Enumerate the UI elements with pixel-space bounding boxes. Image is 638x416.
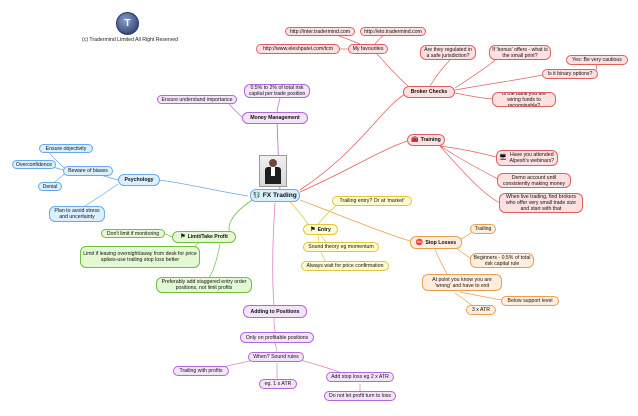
currency-icon: 💱 xyxy=(253,192,261,199)
psych-denial[interactable]: Denial xyxy=(38,182,62,191)
adding-positions-node[interactable]: Adding to Positions xyxy=(243,305,307,318)
psych-overconfidence[interactable]: Overconfidence xyxy=(12,160,56,169)
broker-binary-options[interactable]: Is it binary options? xyxy=(542,69,598,79)
link-center-entry xyxy=(289,201,311,227)
link-center-stop xyxy=(299,199,411,242)
limit-overnight[interactable]: Limit if leaving overnight/away from des… xyxy=(80,246,200,268)
money-risk-percent[interactable]: 0.5% to 2% of total risk capital per tra… xyxy=(244,84,310,98)
broker-checks-node[interactable]: Broker Checks xyxy=(403,86,455,98)
link-center-broker xyxy=(299,93,406,191)
stop-3x-atr[interactable]: 3 x ATR xyxy=(466,305,496,315)
stop-icon: ⛔ xyxy=(415,239,424,246)
broker-bank-recognisable[interactable]: Is the bank you are wiring funds to reco… xyxy=(492,92,556,107)
adding-stop-2x-atr[interactable]: Add stop loss eg 2 x ATR xyxy=(326,372,394,382)
limit-take-profit-node[interactable]: ⚑Limit/Take Profit xyxy=(172,231,236,243)
limit-staggered-entry[interactable]: Preferably add staggered entry order pos… xyxy=(156,277,252,293)
training-demo-account[interactable]: Demo account until consistently making m… xyxy=(497,173,571,188)
link-center-training xyxy=(299,139,411,193)
broker-favourites[interactable]: My favourites xyxy=(348,44,388,54)
toolbox-icon: 🧰 xyxy=(411,137,419,143)
stop-beginners-rule[interactable]: Beginners - 0.5% of total risk capital r… xyxy=(470,253,534,268)
flag-icon: ⚑ xyxy=(180,234,186,240)
broker-bonus-offers[interactable]: If 'bonus' offers - what is the small pr… xyxy=(489,45,551,60)
psychology-node[interactable]: Psychology xyxy=(118,174,160,186)
training-live-trading[interactable]: When live trading, find brokers who offe… xyxy=(499,193,583,213)
stop-trailing[interactable]: Trailing xyxy=(470,224,496,234)
tradermind-logo: T xyxy=(116,12,139,35)
money-management-node[interactable]: Money Management xyxy=(242,112,308,124)
training-node[interactable]: 🧰Training xyxy=(407,134,445,146)
limit-dont-monitor[interactable]: Don't limit if monitoring xyxy=(101,229,165,238)
adding-1x-atr[interactable]: eg. 1 x ATR xyxy=(259,379,297,389)
money-importance[interactable]: Ensure understand importance xyxy=(157,95,237,104)
broker-be-cautious[interactable]: Yes: Be very cautious xyxy=(566,55,628,65)
adding-profitable-only[interactable]: Only on profitable positions xyxy=(240,332,314,343)
psych-stress-plan[interactable]: Plan to avoid stress and uncertainty xyxy=(49,206,105,222)
broker-regulated[interactable]: Are they regulated in a safe jurisdictio… xyxy=(420,45,476,60)
stop-below-support[interactable]: Below support level xyxy=(501,296,559,306)
link-inter-tradermind[interactable]: http://inter.tradermind.com xyxy=(285,27,355,36)
link-center-adding xyxy=(272,202,276,306)
flag-icon: ⚑ xyxy=(310,226,316,233)
presenter-photo xyxy=(259,155,287,187)
entry-price-confirmation[interactable]: Always wait for price confirmation xyxy=(301,261,389,271)
psych-biases[interactable]: Beware of biases xyxy=(63,166,113,176)
adding-trailing-profits[interactable]: Trailing with profits xyxy=(173,366,229,376)
adding-sound-rules[interactable]: When? Sound rules xyxy=(248,352,304,362)
link-eleshpatel[interactable]: http://www.eleshpatel.com/tcm xyxy=(256,44,340,54)
copyright-text: (c) Tradermind Limited All Right Reserve… xyxy=(82,37,179,43)
training-webinars[interactable]: 🖥Have you attended Alpesh's webinars? xyxy=(496,150,558,166)
link-center-psychology xyxy=(157,179,249,197)
webinar-icon: 🖥 xyxy=(499,155,507,161)
stop-losses-node[interactable]: ⛔Stop Losses xyxy=(410,236,462,249)
stop-wrong-point[interactable]: At point you know you are 'wrong' and ha… xyxy=(422,274,502,291)
psych-objectivity[interactable]: Ensure objectivity xyxy=(39,144,93,153)
adding-no-profit-to-loss[interactable]: Do not let profit turn to loss xyxy=(324,391,396,401)
entry-sound-theory[interactable]: Sound theory eg momentum xyxy=(303,242,379,252)
entry-trailing[interactable]: Trailing entry? Or at 'market' xyxy=(332,196,412,206)
entry-node[interactable]: ⚑Entry xyxy=(303,224,338,235)
center-node[interactable]: 💱FX Trading xyxy=(250,189,300,202)
link-eto-tradermind[interactable]: http://eto.tradermind.com xyxy=(360,27,426,36)
